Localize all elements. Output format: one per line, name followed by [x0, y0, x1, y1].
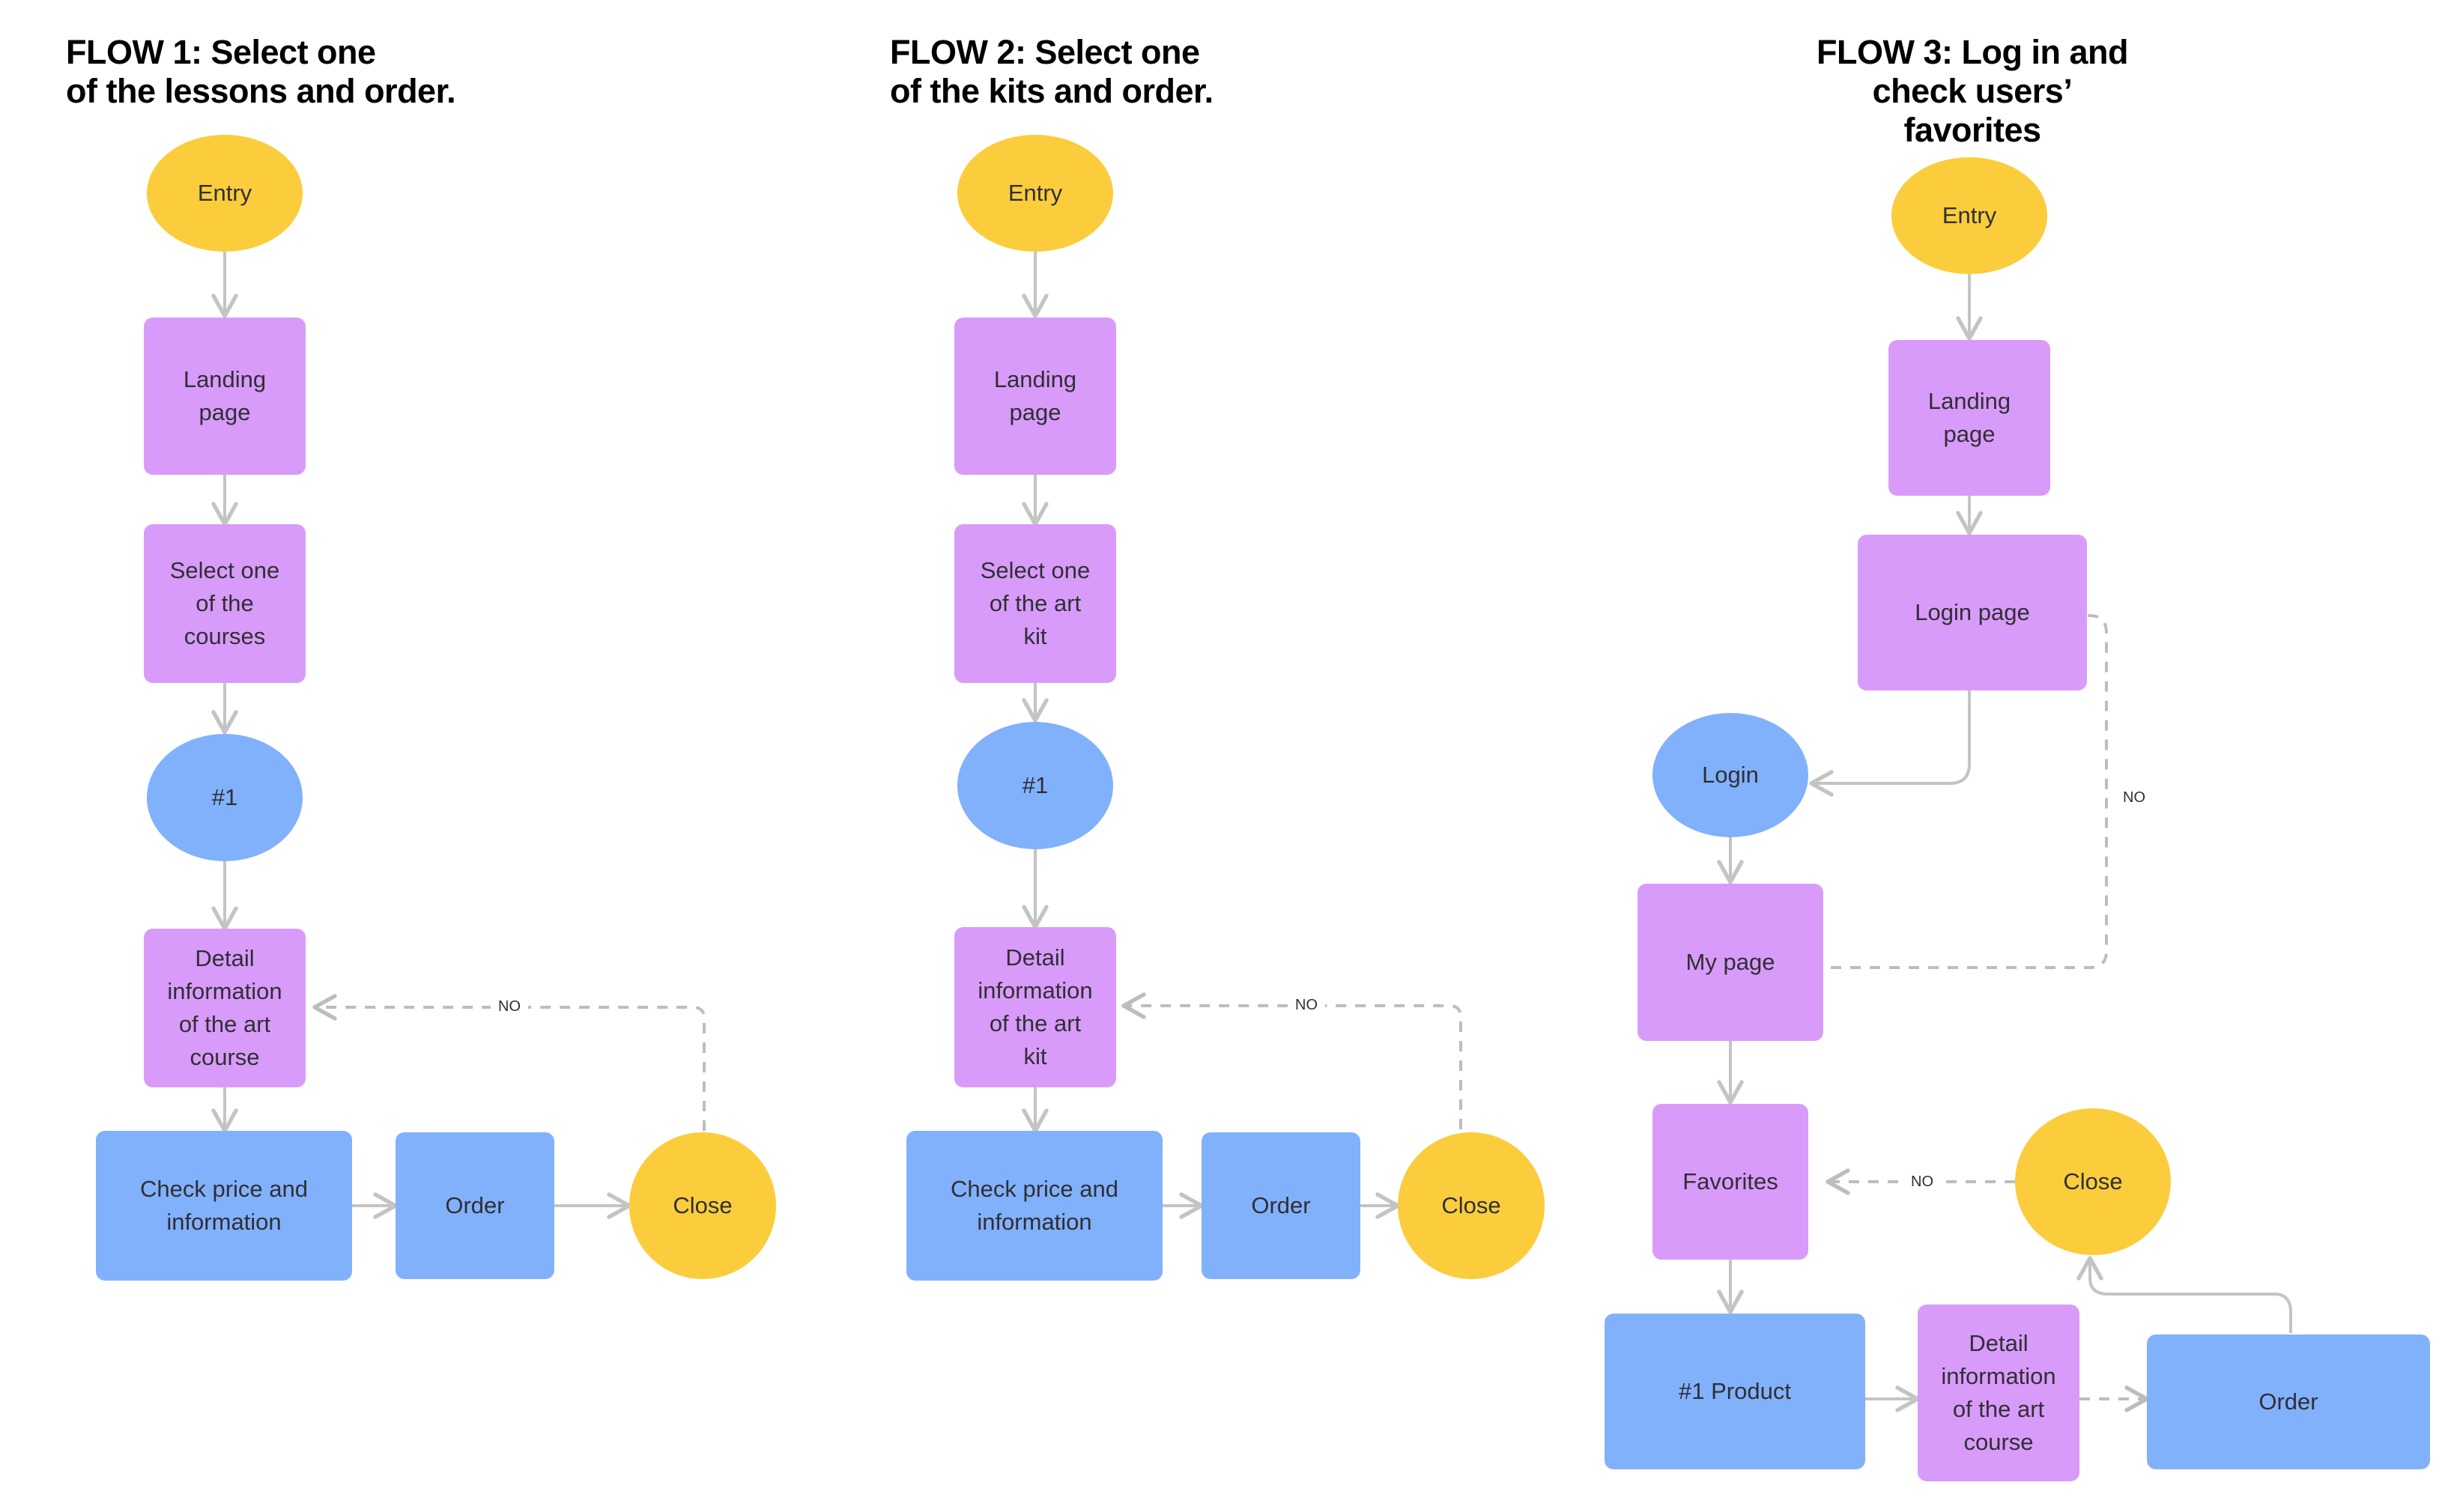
edge-label-f3-favorites-no: NO — [1903, 1173, 1941, 1191]
node-f2-branch-1[interactable]: #1 — [957, 722, 1113, 849]
node-f1-order[interactable]: Order — [396, 1132, 554, 1279]
node-f1-select-course[interactable]: Select one of the courses — [144, 524, 306, 683]
flow-1-title: FLOW 1: Select one of the lessons and or… — [66, 33, 456, 110]
node-f3-login[interactable]: Login — [1652, 713, 1808, 837]
node-f3-entry[interactable]: Entry — [1891, 157, 2047, 274]
node-f3-close[interactable]: Close — [2015, 1108, 2171, 1255]
flow-3-title: FLOW 3: Log in and check users’ favorite… — [1817, 33, 2128, 149]
node-f2-check-price[interactable]: Check price and information — [906, 1131, 1163, 1281]
node-f3-favorites[interactable]: Favorites — [1652, 1104, 1808, 1260]
edge-f1-close-detail — [312, 994, 706, 1131]
node-f1-branch-1[interactable]: #1 — [147, 734, 303, 861]
node-f2-entry[interactable]: Entry — [957, 135, 1113, 252]
node-f2-landing-page[interactable]: Landing page — [954, 318, 1116, 475]
flow-2-title: FLOW 2: Select one of the kits and order… — [890, 33, 1214, 110]
node-f3-order[interactable]: Order — [2147, 1335, 2430, 1469]
node-f2-detail-kit[interactable]: Detail information of the art kit — [954, 927, 1116, 1087]
edge-label-f1-no: NO — [491, 998, 528, 1015]
node-f3-product-1[interactable]: #1 Product — [1605, 1314, 1865, 1469]
node-f1-entry[interactable]: Entry — [147, 135, 303, 252]
node-f1-close[interactable]: Close — [629, 1132, 776, 1279]
node-f3-my-page[interactable]: My page — [1637, 884, 1823, 1041]
node-f1-detail-course[interactable]: Detail information of the art course — [144, 929, 306, 1087]
edge-f2-close-detail — [1121, 992, 1462, 1129]
node-f3-login-page[interactable]: Login page — [1858, 535, 2087, 690]
node-f1-landing-page[interactable]: Landing page — [144, 318, 306, 475]
node-f2-close[interactable]: Close — [1398, 1132, 1545, 1279]
node-f3-detail-course[interactable]: Detail information of the art course — [1918, 1305, 2079, 1481]
edge-label-f2-no: NO — [1288, 996, 1325, 1014]
node-f3-landing-page[interactable]: Landing page — [1888, 340, 2050, 496]
node-f1-check-price[interactable]: Check price and information — [96, 1131, 352, 1281]
node-f2-order[interactable]: Order — [1202, 1132, 1360, 1279]
edge-f3-loginpage-login — [1809, 690, 1971, 797]
edge-label-f3-login-no: NO — [2115, 789, 2153, 807]
node-f2-select-kit[interactable]: Select one of the art kit — [954, 524, 1116, 683]
edge-f3-order-close — [2076, 1256, 2292, 1333]
